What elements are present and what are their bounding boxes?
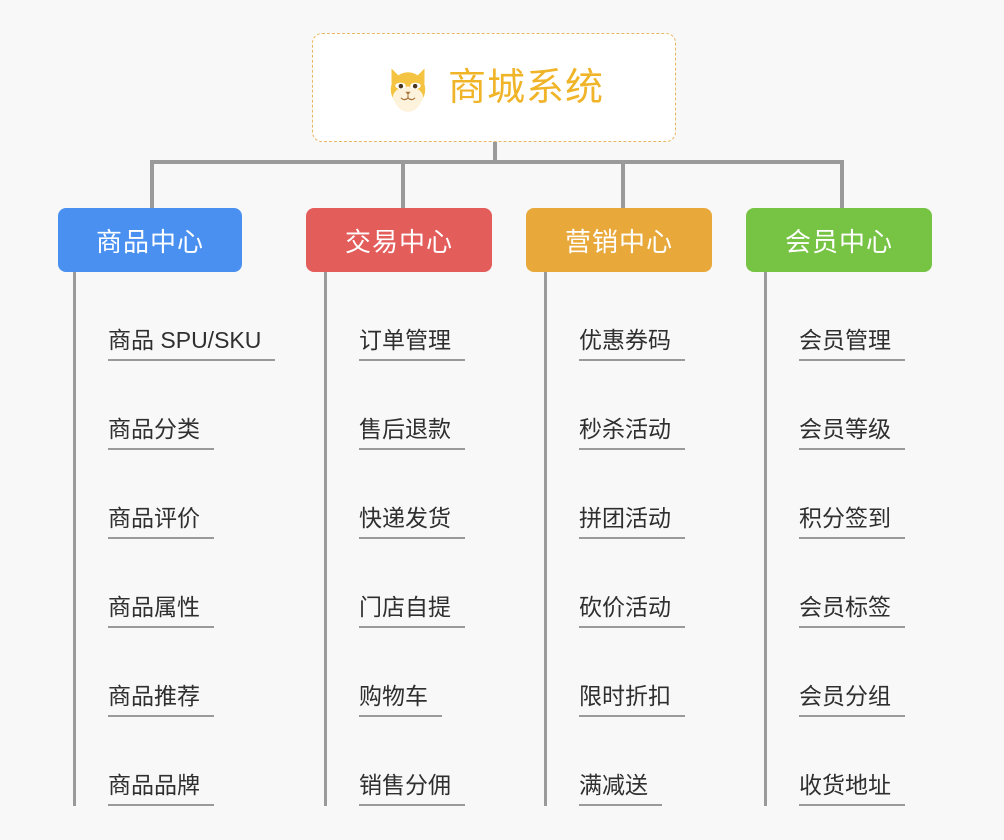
leaf-node-label: 会员管理 bbox=[799, 327, 905, 361]
leaf-node[interactable]: 积分签到 bbox=[767, 450, 905, 539]
leaf-node[interactable]: 限时折扣 bbox=[547, 628, 685, 717]
leaf-node-label: 售后退款 bbox=[359, 416, 465, 450]
category-node-3[interactable]: 营销中心 bbox=[526, 208, 712, 272]
leaf-node-label: 快递发货 bbox=[359, 505, 465, 539]
leaf-node[interactable]: 秒杀活动 bbox=[547, 361, 685, 450]
leaf-node[interactable]: 拼团活动 bbox=[547, 450, 685, 539]
leaf-node-label: 限时折扣 bbox=[579, 683, 685, 717]
root-node-label: 商城系统 bbox=[447, 66, 604, 109]
category-node-4[interactable]: 会员中心 bbox=[746, 208, 932, 272]
leaf-node[interactable]: 订单管理 bbox=[327, 272, 465, 361]
leaf-node-label: 满减送 bbox=[579, 772, 662, 806]
connector-root-stem bbox=[493, 142, 497, 163]
leaf-node[interactable]: 商品品牌 bbox=[76, 717, 214, 806]
leaf-node-label: 优惠券码 bbox=[579, 327, 685, 361]
category-node-label: 商品中心 bbox=[95, 226, 204, 257]
category-node-label: 交易中心 bbox=[344, 226, 453, 257]
leaf-node-label: 商品推荐 bbox=[108, 683, 214, 717]
leaf-node-label: 积分签到 bbox=[799, 505, 905, 539]
shiba-dog-face-icon bbox=[390, 68, 426, 112]
leaf-node[interactable]: 商品属性 bbox=[76, 539, 214, 628]
leaf-node-label: 商品品牌 bbox=[108, 772, 214, 806]
leaf-node[interactable]: 门店自提 bbox=[327, 539, 465, 628]
leaf-node-label: 砍价活动 bbox=[579, 594, 685, 628]
leaf-node[interactable]: 购物车 bbox=[327, 628, 442, 717]
leaf-node-label: 商品 SPU/SKU bbox=[108, 327, 276, 361]
leaf-node-label: 订单管理 bbox=[359, 327, 465, 361]
connector-drop-4 bbox=[840, 160, 844, 208]
leaf-node[interactable]: 砍价活动 bbox=[547, 539, 685, 628]
leaf-node[interactable]: 满减送 bbox=[547, 717, 662, 806]
leaf-node[interactable]: 收货地址 bbox=[767, 717, 905, 806]
leaf-node[interactable]: 商品分类 bbox=[76, 361, 214, 450]
leaf-spine bbox=[73, 272, 76, 806]
connector-drop-1 bbox=[150, 160, 154, 208]
leaf-node-label: 商品评价 bbox=[108, 505, 214, 539]
leaf-spine bbox=[544, 272, 547, 806]
leaf-node-label: 销售分佣 bbox=[359, 772, 465, 806]
root-node-shop-system[interactable]: 商城系统 bbox=[312, 33, 676, 142]
leaf-node-label: 商品分类 bbox=[108, 416, 214, 450]
leaf-node-label: 会员分组 bbox=[799, 683, 905, 717]
leaf-node-label: 会员等级 bbox=[799, 416, 905, 450]
leaf-node[interactable]: 会员等级 bbox=[767, 361, 905, 450]
leaf-node-label: 会员标签 bbox=[799, 594, 905, 628]
leaf-node-label: 收货地址 bbox=[799, 772, 905, 806]
leaf-node-label: 秒杀活动 bbox=[579, 416, 685, 450]
leaf-node-label: 门店自提 bbox=[359, 594, 465, 628]
connector-horizontal-bus bbox=[150, 160, 840, 164]
connector-drop-3 bbox=[621, 160, 625, 208]
leaf-node[interactable]: 销售分佣 bbox=[327, 717, 465, 806]
leaf-node-label: 拼团活动 bbox=[579, 505, 685, 539]
category-node-2[interactable]: 交易中心 bbox=[306, 208, 492, 272]
leaf-node[interactable]: 会员分组 bbox=[767, 628, 905, 717]
leaf-spine bbox=[764, 272, 767, 806]
category-node-1[interactable]: 商品中心 bbox=[58, 208, 242, 272]
leaf-node[interactable]: 商品推荐 bbox=[76, 628, 214, 717]
leaf-spine bbox=[324, 272, 327, 806]
leaf-node[interactable]: 快递发货 bbox=[327, 450, 465, 539]
leaf-node[interactable]: 会员标签 bbox=[767, 539, 905, 628]
leaf-node[interactable]: 售后退款 bbox=[327, 361, 465, 450]
leaf-node-label: 购物车 bbox=[359, 683, 442, 717]
leaf-node[interactable]: 优惠券码 bbox=[547, 272, 685, 361]
leaf-node[interactable]: 商品评价 bbox=[76, 450, 214, 539]
leaf-node[interactable]: 会员管理 bbox=[767, 272, 905, 361]
category-node-label: 会员中心 bbox=[784, 226, 893, 257]
category-node-label: 营销中心 bbox=[564, 226, 673, 257]
connector-drop-2 bbox=[401, 160, 405, 208]
leaf-node[interactable]: 商品 SPU/SKU bbox=[76, 272, 276, 361]
leaf-node-label: 商品属性 bbox=[108, 594, 214, 628]
